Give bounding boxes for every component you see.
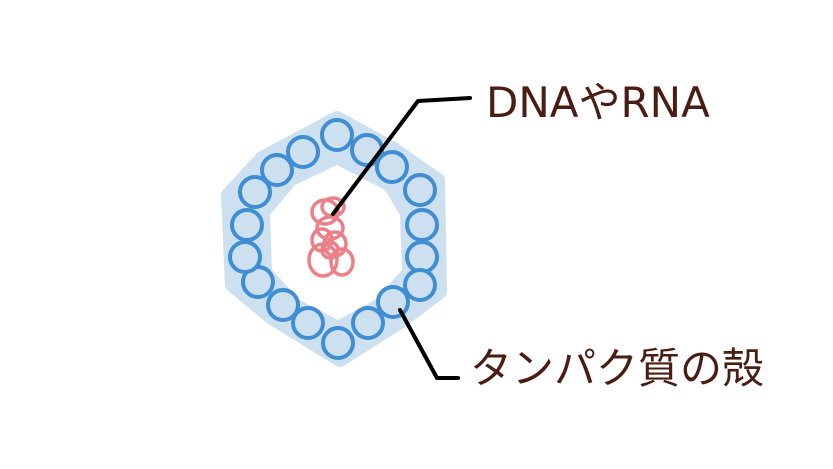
capsomere (321, 326, 355, 360)
capsomere (266, 288, 300, 322)
genome-label: DNAやRNA (486, 78, 710, 127)
capsomere (375, 150, 409, 184)
capsomere (260, 153, 294, 187)
capsomere (403, 173, 437, 207)
capsid-label: タンパク質の殻 (470, 344, 765, 393)
capsomere (320, 118, 354, 152)
capsomere (351, 306, 385, 340)
capsomere-ring (228, 118, 439, 360)
capsomere (238, 175, 272, 209)
genome-coil (307, 196, 355, 278)
capsomere (291, 306, 325, 340)
capsomere (286, 135, 320, 169)
capsid-leader-line (398, 308, 460, 380)
capsomere (403, 268, 437, 302)
capsomere (405, 208, 439, 242)
capsomere (228, 240, 262, 274)
capsomere (230, 208, 264, 242)
capsomere (405, 240, 439, 274)
genome-leader-line (331, 96, 472, 216)
